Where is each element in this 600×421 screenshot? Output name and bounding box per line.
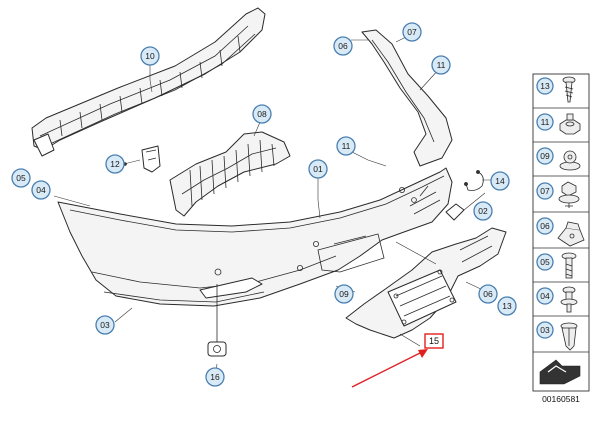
legend-item-13-label: 13 (540, 81, 550, 91)
callout-05-label: 05 (16, 173, 26, 183)
callout-12[interactable]: 12 (105, 154, 125, 174)
callout-04-label: 04 (36, 185, 46, 195)
legend-item-13[interactable]: 13 (536, 77, 554, 95)
callout-11-mid[interactable]: 11 (336, 136, 356, 156)
callout-09[interactable]: 09 (334, 284, 354, 304)
legend-item-09-label: 09 (540, 151, 550, 161)
nut-icon (559, 113, 581, 135)
legend-item-11[interactable]: 11 (536, 113, 554, 131)
spring-nut-icon (557, 221, 585, 247)
callout-04[interactable]: 04 (31, 180, 51, 200)
part-15-license-plate-bracket (345, 227, 507, 339)
legend-item-03[interactable]: 03 (536, 321, 554, 339)
fastener-legend: 13 11 09 07 06 (532, 73, 590, 392)
red-pointer-arrow (351, 349, 428, 388)
callout-03-label: 03 (100, 320, 110, 330)
callout-06-top[interactable]: 06 (333, 36, 353, 56)
callout-01[interactable]: 01 (308, 159, 328, 179)
legend-item-07-label: 07 (540, 186, 550, 196)
legend-item-07[interactable]: 07 (536, 182, 554, 200)
part-01-bumper-cover (57, 167, 453, 307)
callout-11-top[interactable]: 11 (431, 55, 451, 75)
screw-icon (562, 76, 576, 103)
callout-03[interactable]: 03 (95, 315, 115, 335)
part-12-clip (123, 145, 161, 173)
callout-06-bottom[interactable]: 06 (478, 284, 498, 304)
legend-item-04[interactable]: 04 (536, 287, 554, 305)
callout-06-bottom-label: 06 (483, 289, 493, 299)
legend-item-11-label: 11 (541, 117, 550, 127)
callout-01-label: 01 (313, 164, 323, 174)
callout-15-label: 15 (429, 336, 439, 346)
legend-item-03-label: 03 (540, 325, 550, 335)
legend-item-04-label: 04 (540, 291, 550, 301)
legend-item-06-label: 06 (540, 221, 550, 231)
part-08-support-bracket (169, 131, 291, 217)
document-number: 00160581 (542, 394, 580, 404)
callout-07[interactable]: 07 (402, 22, 422, 42)
expansion-rivet-icon (560, 322, 578, 351)
callout-16[interactable]: 16 (205, 367, 225, 387)
callout-05[interactable]: 05 (11, 168, 31, 188)
legend-item-05-label: 05 (540, 257, 550, 267)
legend-item-05[interactable]: 05 (536, 253, 554, 271)
callout-10[interactable]: 10 (140, 46, 160, 66)
callout-12-label: 12 (110, 159, 120, 169)
legend-item-06[interactable]: 06 (536, 217, 554, 235)
callout-13[interactable]: 13 (497, 296, 517, 316)
callout-16-label: 16 (210, 372, 220, 382)
bolt-icon (561, 252, 577, 279)
legend-item-09[interactable]: 09 (536, 147, 554, 165)
callout-02[interactable]: 02 (473, 201, 493, 221)
callout-07-label: 07 (407, 27, 417, 37)
expanding-nut-icon (559, 150, 581, 171)
callout-10-label: 10 (145, 51, 155, 61)
rivet-icon (560, 286, 578, 313)
callout-11-top-label: 11 (437, 60, 446, 70)
callout-02-label: 02 (478, 206, 488, 216)
part-10-carrier-bar (31, 7, 266, 157)
callout-14[interactable]: 14 (490, 171, 510, 191)
callout-14-label: 14 (495, 176, 505, 186)
callout-06-top-label: 06 (338, 41, 348, 51)
callout-13-label: 13 (502, 301, 512, 311)
callout-09-label: 09 (339, 289, 349, 299)
rubber-mat-icon (539, 359, 581, 385)
part-11-upper-cover (361, 29, 453, 167)
part-16-sensor (207, 284, 227, 357)
part-02-cap (445, 203, 465, 221)
callout-11-mid-label: 11 (342, 141, 351, 151)
part-14-hook (464, 170, 484, 191)
callout-08[interactable]: 08 (252, 104, 272, 124)
clip-nut-icon (558, 181, 580, 208)
callout-15-highlight[interactable]: 15 (424, 333, 444, 349)
callout-08-label: 08 (257, 109, 267, 119)
